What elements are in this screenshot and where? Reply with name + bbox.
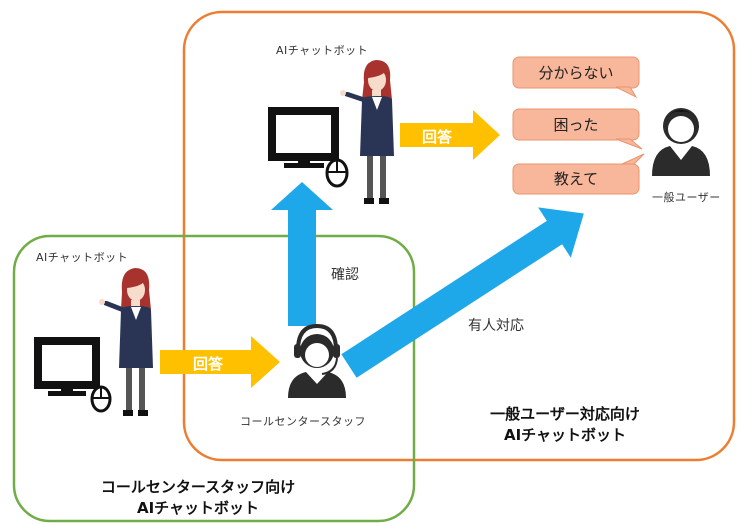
public-group-title-line2: AIチャットボット	[503, 426, 627, 444]
bubble-1-text: 分からない	[538, 64, 614, 82]
chatbot-left-label: AIチャットボット	[36, 251, 129, 264]
call-center-staff-icon	[288, 323, 346, 398]
answer-top-label: 回答	[422, 128, 453, 146]
staff-group-title: コールセンタースタッフ向け AIチャットボット	[68, 477, 328, 519]
chatbot-avatar-left	[99, 268, 153, 416]
confirm-arrow	[271, 182, 333, 326]
bubble-2-text: 困った	[553, 116, 599, 134]
public-group-title: 一般ユーザー対応向け AIチャットボット	[460, 404, 670, 446]
chatbot-avatar-top	[340, 60, 394, 204]
answer-left-label: 回答	[193, 355, 224, 373]
staff-chatbot-frame	[12, 234, 416, 523]
general-user-label: 一般ユーザー	[652, 191, 721, 204]
answer-arrow-top	[400, 110, 500, 160]
staff-group-title-line2: AIチャットボット	[136, 499, 260, 517]
human-support-arrow	[341, 207, 584, 378]
answer-arrow-left	[160, 336, 280, 388]
confirm-label: 確認	[331, 267, 359, 283]
bubble-1	[512, 56, 640, 99]
general-user-icon	[652, 108, 710, 176]
staff-group-title-line1: コールセンタースタッフ向け	[100, 478, 296, 496]
chatbot-top-label: AIチャットボット	[276, 44, 369, 57]
human-support-label: 有人対応	[468, 318, 524, 334]
call-staff-label: コールセンタースタッフ	[240, 415, 366, 428]
computer-monitor-top-icon	[268, 107, 349, 188]
public-group-title-line1: 一般ユーザー対応向け	[490, 405, 640, 423]
computer-monitor-left-icon	[34, 337, 112, 413]
bubble-2	[512, 108, 643, 150]
bubble-3-text: 教えて	[553, 170, 599, 188]
bubble-3	[512, 153, 645, 195]
